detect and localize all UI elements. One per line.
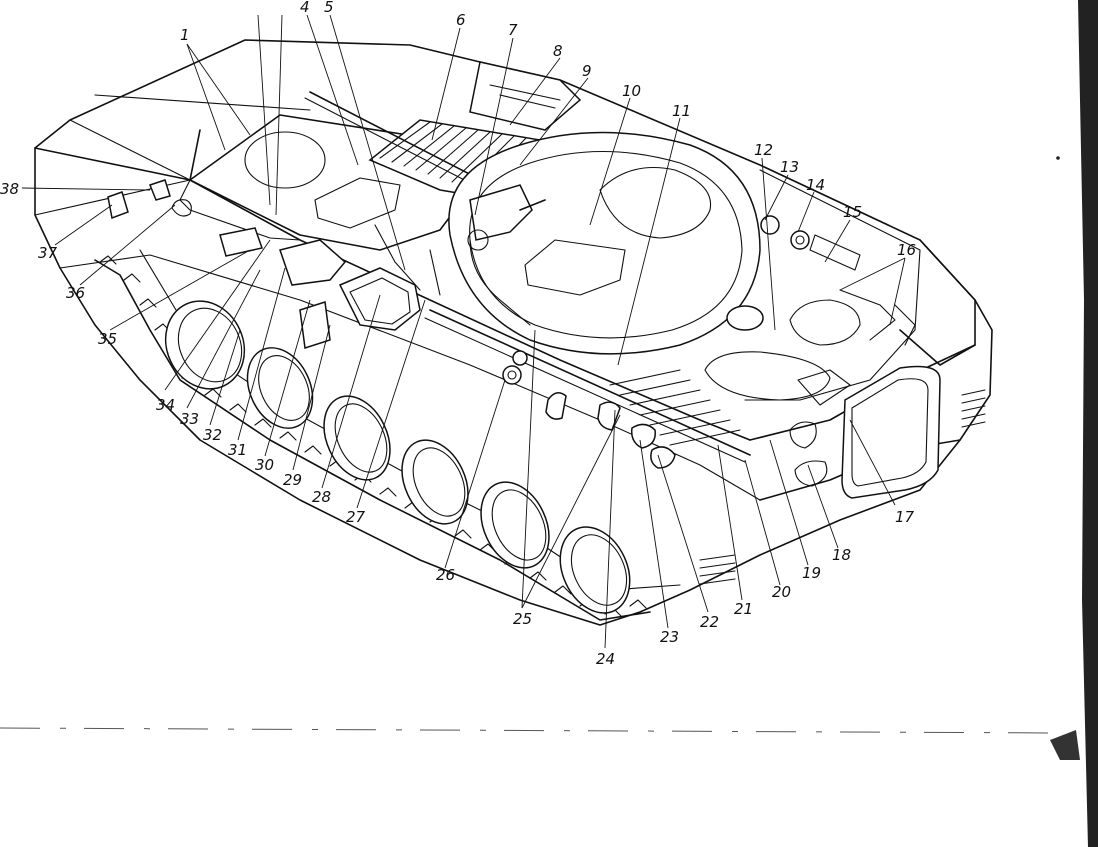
road-wheels [164,300,631,614]
callout-37: 37 [38,244,58,262]
leader-lines [21,14,906,649]
callout-6: 6 [456,11,466,29]
callout-11: 11 [672,102,691,120]
callout-labels: 1 4 5 6 7 8 9 10 11 12 13 14 15 16 17 18… [0,0,916,668]
callout-18: 18 [832,546,851,564]
callout-31: 31 [228,441,247,459]
callout-27: 27 [346,508,366,526]
callout-21: 21 [734,600,753,618]
callout-29: 29 [283,471,302,489]
hull-outline [34,39,993,626]
callout-34: 34 [156,396,175,414]
turret [448,131,764,355]
callout-12: 12 [754,141,773,159]
callout-30: 30 [255,456,274,474]
rear-slats [961,389,986,428]
callout-36: 36 [66,284,85,302]
callout-10: 10 [622,82,641,100]
track-assembly [94,249,681,621]
callout-13: 13 [780,158,799,176]
callout-7: 7 [508,21,518,39]
callout-19: 19 [802,564,821,582]
callout-35: 35 [98,330,117,348]
lever-bank [609,369,741,446]
callout-14: 14 [806,176,825,194]
callout-38: 38 [0,180,19,198]
callout-8: 8 [553,42,563,60]
callout-4: 4 [300,0,310,16]
callout-26: 26 [436,566,455,584]
callout-15: 15 [843,203,862,221]
callout-9: 9 [582,62,592,80]
rear-compartment [704,169,921,487]
callout-16: 16 [897,241,916,259]
callout-22: 22 [700,613,719,631]
callout-1: 1 [180,26,190,44]
callout-28: 28 [312,488,331,506]
callout-33: 33 [180,410,199,428]
callout-5: 5 [324,0,334,16]
side-equipment [107,179,751,469]
callout-23: 23 [660,628,679,646]
callout-24: 24 [596,650,615,668]
side-slats [699,554,736,585]
callout-32: 32 [203,426,222,444]
callout-25: 25 [513,610,532,628]
callout-20: 20 [772,583,791,601]
callout-17: 17 [895,508,915,526]
